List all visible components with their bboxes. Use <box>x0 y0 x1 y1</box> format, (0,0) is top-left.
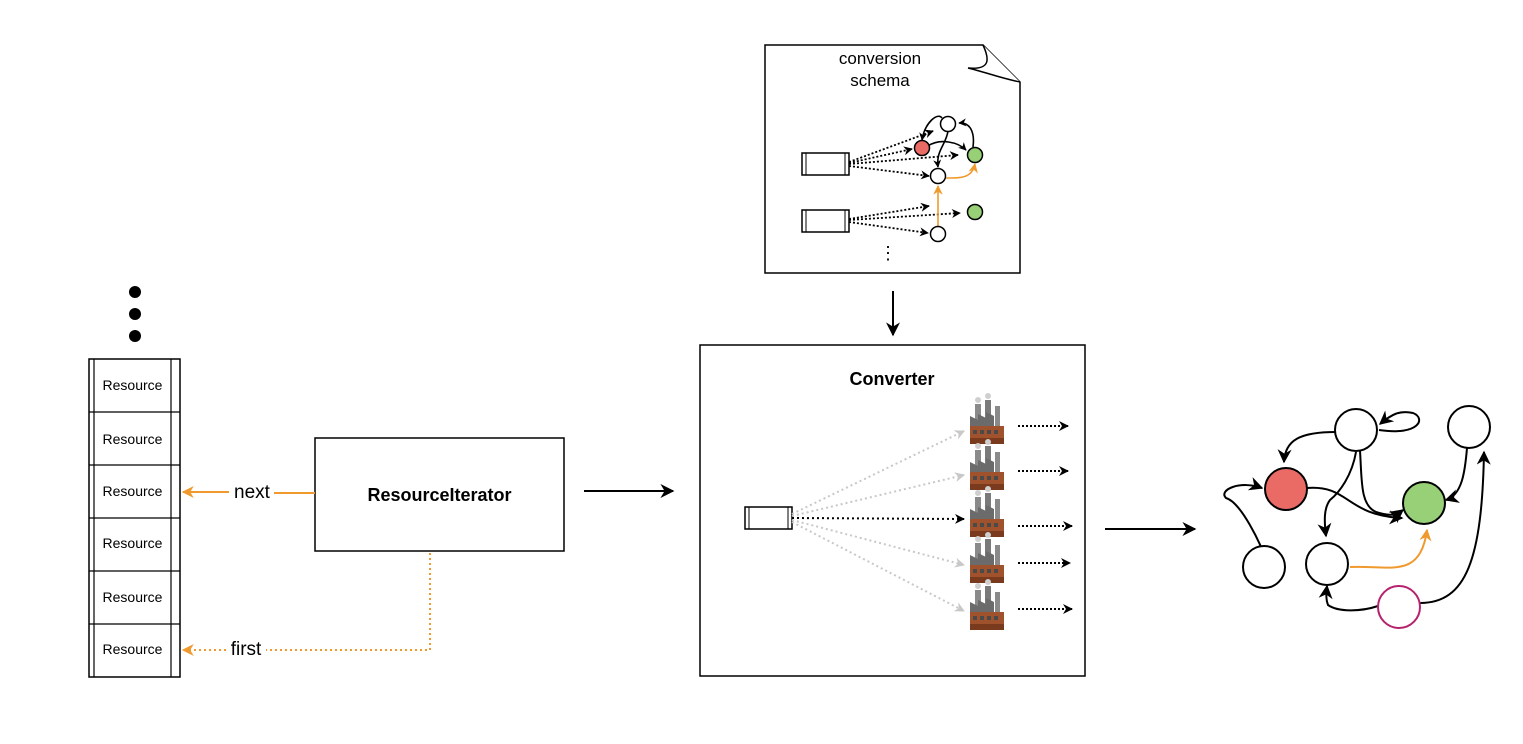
resource-item: Resource <box>103 483 163 499</box>
schema-node-red <box>913 139 931 157</box>
converter-fanout-arrows <box>791 430 965 612</box>
resource-item: Resource <box>103 377 163 393</box>
output-graph-edges <box>1223 410 1491 612</box>
resource-iterator-title: ResourceIterator <box>367 485 511 505</box>
schema-node-green <box>966 146 984 164</box>
graph-node <box>1242 545 1286 589</box>
resource-item: Resource <box>103 589 163 605</box>
schema-node-green <box>966 203 984 221</box>
next-edge: next <box>181 482 315 503</box>
factory-output-arrows <box>1018 421 1073 614</box>
first-label: first <box>231 639 262 660</box>
schema-title-line1: conversion <box>839 49 921 68</box>
schema-mini-graph-edges <box>919 115 978 227</box>
conversion-schema-document: conversion schema <box>764 44 1021 274</box>
schema-node <box>939 115 957 133</box>
graph-node <box>1334 408 1378 452</box>
converter-resource <box>744 506 793 530</box>
schema-node <box>929 167 947 185</box>
graph-node-red <box>1264 467 1308 511</box>
resource-list: Resource Resource Resource Resource Reso… <box>88 358 181 678</box>
resource-item: Resource <box>103 535 163 551</box>
resource-iterator-box: ResourceIterator <box>314 437 565 552</box>
graph-node <box>1447 405 1491 449</box>
resource-item: Resource <box>103 431 163 447</box>
output-graph <box>1223 405 1491 629</box>
schema-title-line2: schema <box>850 71 910 90</box>
graph-node <box>1305 542 1349 586</box>
resource-item: Resource <box>103 641 163 657</box>
graph-node-green <box>1402 481 1446 525</box>
schema-resource-2 <box>801 209 850 233</box>
output-graph-orange-edge <box>1349 528 1432 569</box>
graph-node-magenta <box>1377 585 1421 629</box>
next-label: next <box>234 482 271 503</box>
schema-node <box>929 225 947 243</box>
converter-title: Converter <box>849 369 934 389</box>
converter-box: Converter <box>699 344 1086 677</box>
schema-mapping-arrows <box>848 129 961 237</box>
schema-ellipsis: ⋮ <box>879 243 897 263</box>
first-edge: first <box>181 553 431 660</box>
schema-resource-1 <box>801 152 850 176</box>
ellipsis-dots <box>129 286 141 342</box>
